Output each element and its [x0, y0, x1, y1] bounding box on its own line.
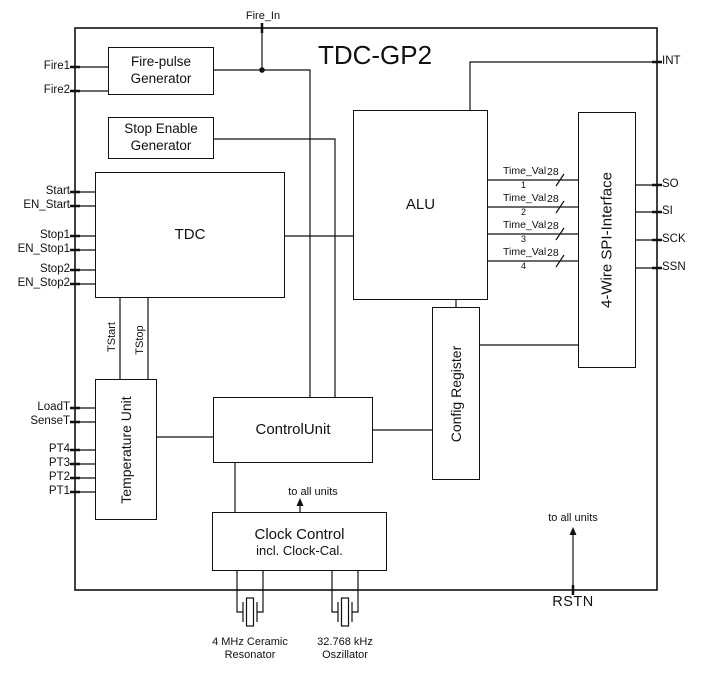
pin-label-fire1: Fire1: [43, 60, 70, 72]
temperature-unit-label: Temperature Unit: [118, 395, 134, 504]
block-stop-enable-generator: Stop Enable Generator: [108, 117, 214, 159]
tdc-label: TDC: [174, 225, 206, 243]
internal-wires: [119, 28, 578, 590]
pin-label-en-stop1: EN_Stop1: [17, 243, 70, 255]
pin-ticks: [70, 23, 662, 595]
signal-label-tstart: TStart: [106, 322, 118, 352]
bus-width: 28: [547, 220, 559, 232]
block-fire-pulse-generator: Fire-pulse Generator: [108, 47, 214, 95]
signal-label-tstop: TStop: [134, 325, 146, 355]
pin-label-so: SO: [662, 178, 679, 190]
bus-width: 28: [547, 193, 559, 205]
fire-pulse-generator-label: Fire-pulse Generator: [130, 54, 192, 86]
stop-enable-generator-label: Stop Enable Generator: [124, 121, 198, 153]
config-register-label: Config Register: [448, 345, 464, 442]
left-pin-wires: [75, 66, 108, 493]
bus-name: Time_Val: [503, 219, 547, 231]
pin-label-fire-in: Fire_In: [245, 10, 281, 22]
pin-label-pt4: PT4: [48, 443, 70, 455]
pin-label-sck: SCK: [662, 233, 686, 245]
chip-title: TDC-GP2: [317, 40, 433, 70]
block-tdc: TDC: [95, 172, 285, 298]
oscillator-symbol: [340, 597, 350, 627]
bus-index: 2: [521, 207, 527, 217]
bus-index: 3: [521, 234, 527, 244]
resonator-leads: [236, 571, 359, 622]
pin-label-en-stop2: EN_Stop2: [17, 277, 70, 289]
block-temperature-unit: Temperature Unit: [95, 379, 157, 520]
to-all-units-clock-label: to all units: [288, 486, 338, 498]
bus-name: Time_Val: [503, 246, 547, 258]
bus-label-time-val-3: Time_Val 3 28: [490, 219, 578, 247]
block-alu: ALU: [353, 110, 488, 300]
pin-label-loadt: LoadT: [37, 401, 70, 413]
pin-label-rstn: RSTN: [552, 594, 594, 610]
pin-label-int: INT: [662, 55, 681, 67]
to-all-units-rstn-label: to all units: [548, 512, 598, 524]
block-control-unit: ControlUnit: [213, 397, 373, 463]
pin-label-start: Start: [45, 185, 70, 197]
bus-width: 28: [547, 247, 559, 259]
spi-interface-label: 4-Wire SPI-Interface: [598, 172, 616, 308]
bus-label-time-val-1: Time_Val 1 28: [490, 165, 578, 193]
clock-control-label-line2: incl. Clock-Cal.: [256, 542, 343, 558]
bus-width: 28: [547, 166, 559, 178]
ceramic-resonator-symbol: [245, 597, 255, 627]
pin-label-pt3: PT3: [48, 457, 70, 469]
ceramic-resonator-label: 4 MHz Ceramic Resonator: [212, 636, 288, 662]
oscillator-label: 32.768 kHz Oszillator: [317, 636, 373, 662]
pin-label-en-start: EN_Start: [23, 199, 70, 211]
pin-label-pt1: PT1: [48, 485, 70, 497]
time-val-bus-wires: [488, 179, 578, 262]
arrowhead-clock-to-all-units: [296, 498, 304, 506]
pin-label-pt2: PT2: [48, 471, 70, 483]
arrowhead-rstn-to-all-units: [569, 527, 577, 535]
pin-label-ssn: SSN: [662, 261, 686, 273]
pin-label-stop2: Stop2: [39, 263, 70, 275]
pin-label-si: SI: [662, 205, 673, 217]
bus-width-slashes: [555, 173, 565, 268]
control-unit-label: ControlUnit: [255, 420, 331, 438]
right-pin-wires: [469, 61, 657, 269]
bus-label-time-val-2: Time_Val 2 28: [490, 192, 578, 220]
pin-label-senset: SenseT: [30, 415, 70, 427]
clock-control-label-line1: Clock Control: [254, 525, 345, 543]
chip-boundary: [74, 27, 658, 591]
junction-dot: [259, 67, 265, 73]
alu-label: ALU: [405, 195, 436, 213]
block-config-register: Config Register: [432, 307, 480, 480]
bus-name: Time_Val: [503, 192, 547, 204]
bus-name: Time_Val: [503, 165, 547, 177]
bus-label-time-val-4: Time_Val 4 28: [490, 246, 578, 274]
block-spi-interface: 4-Wire SPI-Interface: [578, 112, 636, 368]
bus-index: 4: [521, 261, 527, 271]
pin-label-fire2: Fire2: [43, 84, 70, 96]
block-clock-control: Clock Control incl. Clock-Cal.: [212, 512, 387, 571]
pin-label-stop1: Stop1: [39, 229, 70, 241]
bus-index: 1: [521, 180, 527, 190]
